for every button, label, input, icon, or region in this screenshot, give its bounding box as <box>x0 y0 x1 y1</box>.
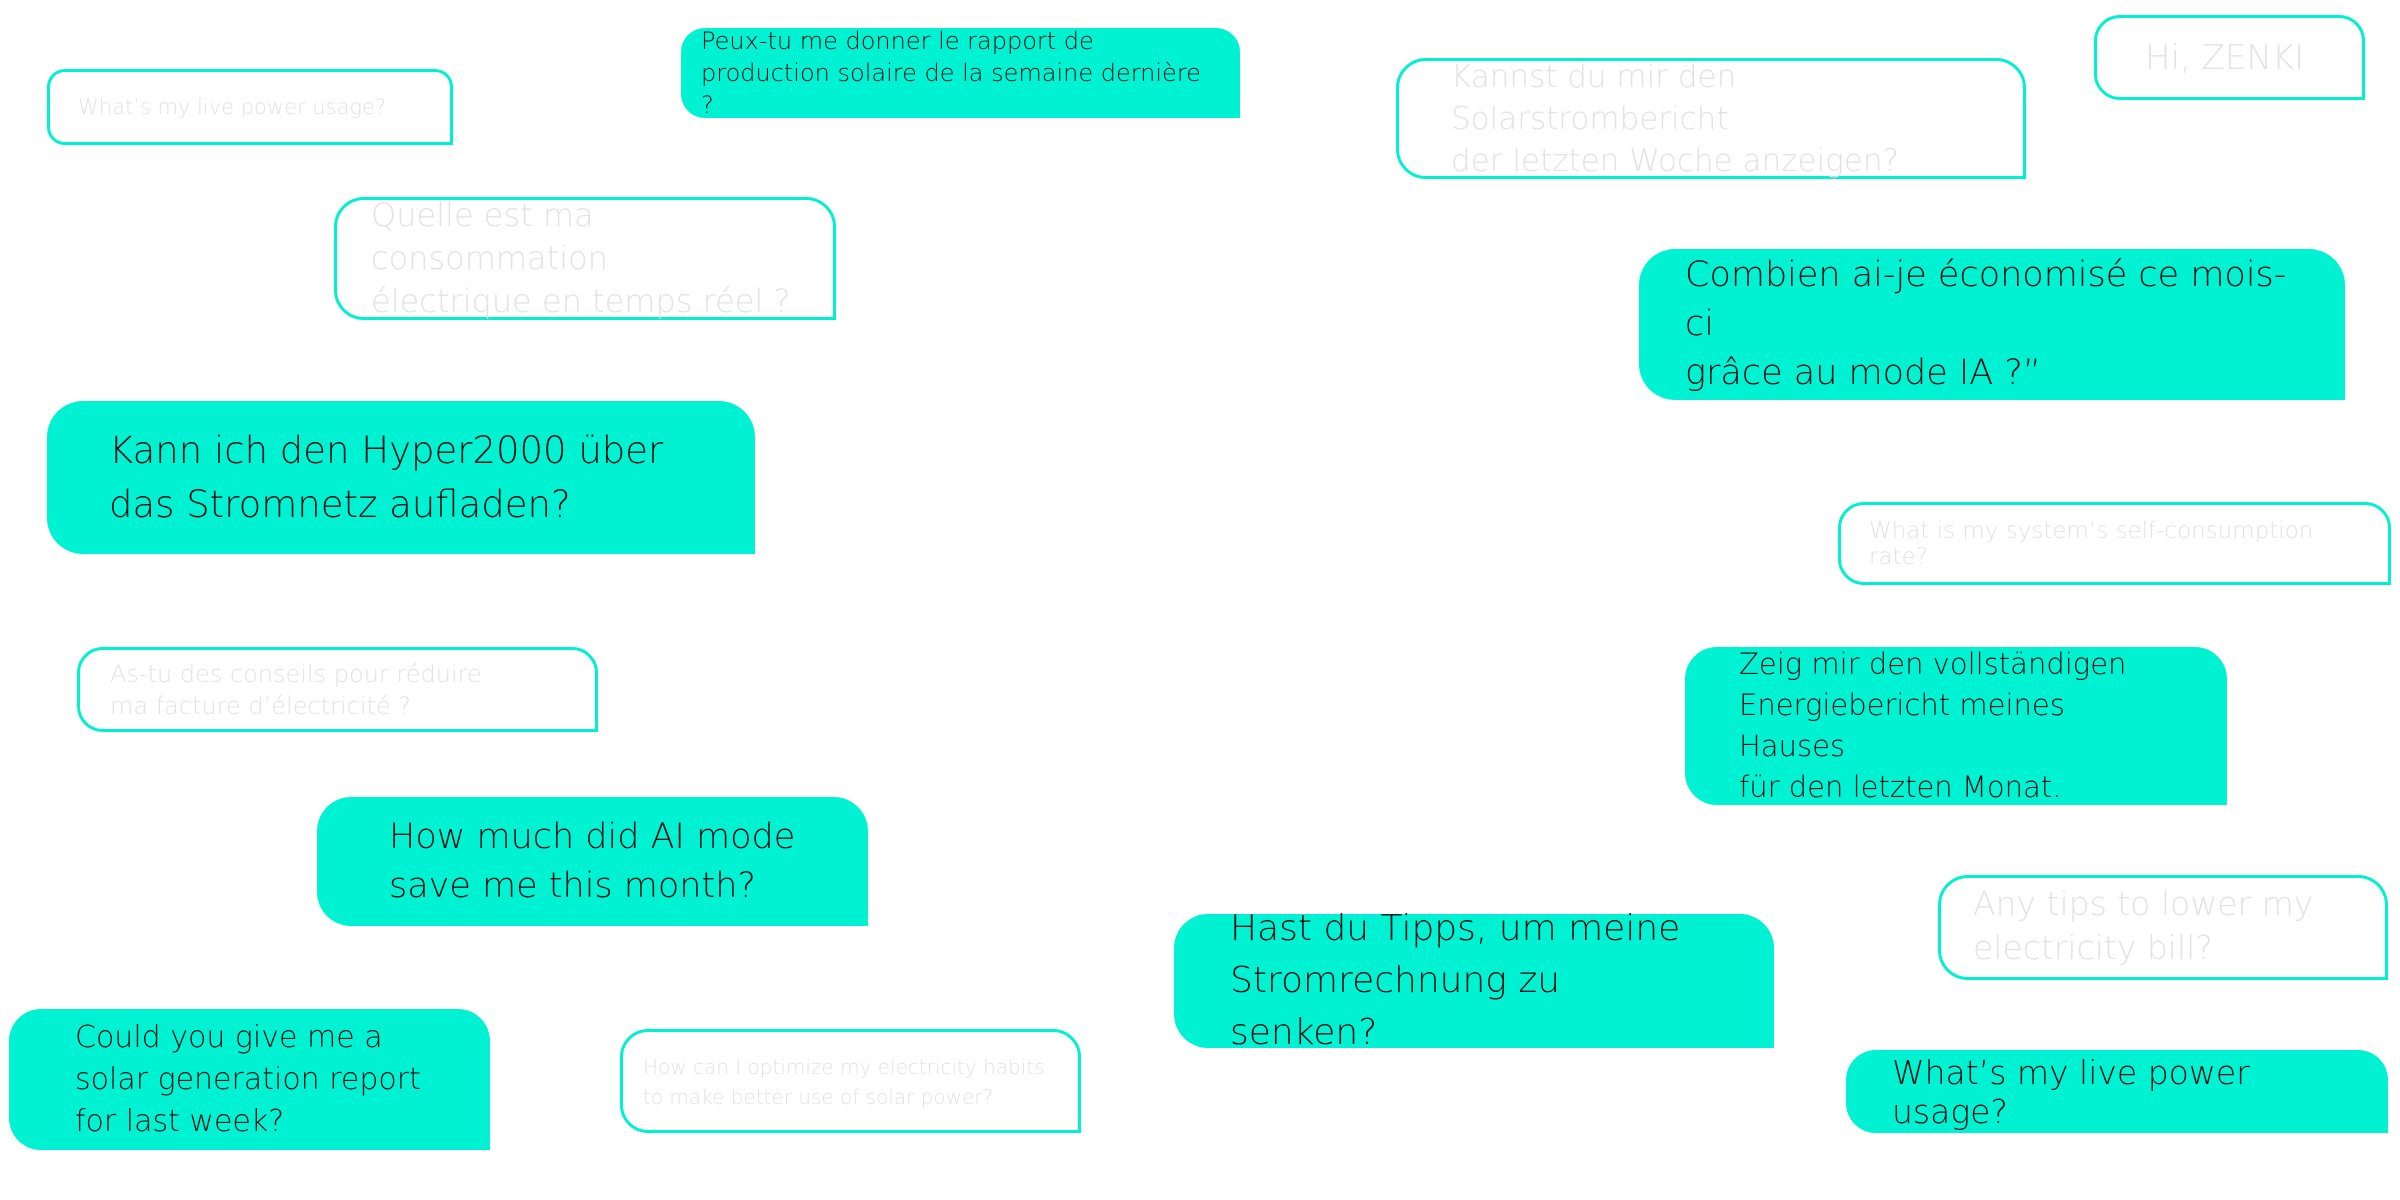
bubble-text: Combien ai-je économisé ce mois-ci grâce… <box>1685 255 2287 393</box>
bubble-text: Zeig mir den vollständigen Energieberich… <box>1739 647 2127 804</box>
suggestion-bubble-conseils-facture[interactable]: As-tu des conseils pour réduire ma factu… <box>77 647 598 732</box>
bubble-text: Hi, ZENKI <box>2145 37 2305 78</box>
prompt-bubble-tipps-stromrechnung[interactable]: Hast du Tipps, um meine Stromrechnung zu… <box>1174 908 1774 1053</box>
prompt-bubble-economie-mode-ia[interactable]: Combien ai-je économisé ce mois-ci grâce… <box>1639 249 2345 400</box>
bubble-text: Quelle est ma consommation électrique en… <box>371 196 791 320</box>
bubble-text: Could you give me a solar generation rep… <box>75 1019 421 1139</box>
suggestion-bubble-self-consumption-rate[interactable]: What is my system’s self-consumption rat… <box>1838 502 2391 585</box>
bubble-text: Kannst du mir den Solarstrombericht der … <box>1451 58 1899 179</box>
suggestion-bubble-optimize-habits[interactable]: How can I optimize my electricity habits… <box>620 1029 1081 1133</box>
prompt-bubble-ai-mode-savings[interactable]: How much did AI mode save me this month? <box>317 797 868 926</box>
bubble-text: Hast du Tipps, um meine Stromrechnung zu… <box>1230 908 1681 1053</box>
bubble-text: Kann ich den Hyper2000 über das Stromnet… <box>109 428 664 526</box>
prompt-bubble-rapport-solaire[interactable]: Peux-tu me donner le rapport de producti… <box>681 27 1240 119</box>
suggestion-bubble-hi-zenki[interactable]: Hi, ZENKI <box>2094 15 2365 100</box>
bubble-text: Any tips to lower my electricity bill? <box>1973 884 2314 967</box>
bubble-text: As-tu des conseils pour réduire ma factu… <box>110 660 482 720</box>
bubble-text: Peux-tu me donner le rapport de producti… <box>701 27 1201 119</box>
bubble-text: How much did AI mode save me this month? <box>389 816 796 906</box>
prompt-bubble-hyper2000-stromnetz[interactable]: Kann ich den Hyper2000 über das Stromnet… <box>47 401 755 554</box>
bubble-text: How can I optimize my electricity habits… <box>643 1055 1045 1109</box>
bubble-text: What is my system’s self-consumption rat… <box>1869 517 2314 570</box>
suggestion-bubble-consommation-temps-reel[interactable]: Quelle est ma consommation électrique en… <box>334 196 836 320</box>
suggestion-bubble-live-power-usage[interactable]: What’s my live power usage? <box>47 69 453 145</box>
suggestion-bubble-lower-bill[interactable]: Any tips to lower my electricity bill? <box>1938 875 2388 980</box>
prompt-bubble-live-power-usage[interactable]: What’s my live power usage? <box>1846 1050 2388 1133</box>
prompt-bubble-energiebericht-monat[interactable]: Zeig mir den vollständigen Energieberich… <box>1685 647 2227 805</box>
prompt-bubble-solar-generation-report[interactable]: Could you give me a solar generation rep… <box>9 1009 490 1150</box>
bubble-text: What’s my live power usage? <box>78 95 387 119</box>
bubble-text: What’s my live power usage? <box>1892 1052 2250 1131</box>
suggestion-bubble-solarstrombericht[interactable]: Kannst du mir den Solarstrombericht der … <box>1396 58 2026 179</box>
